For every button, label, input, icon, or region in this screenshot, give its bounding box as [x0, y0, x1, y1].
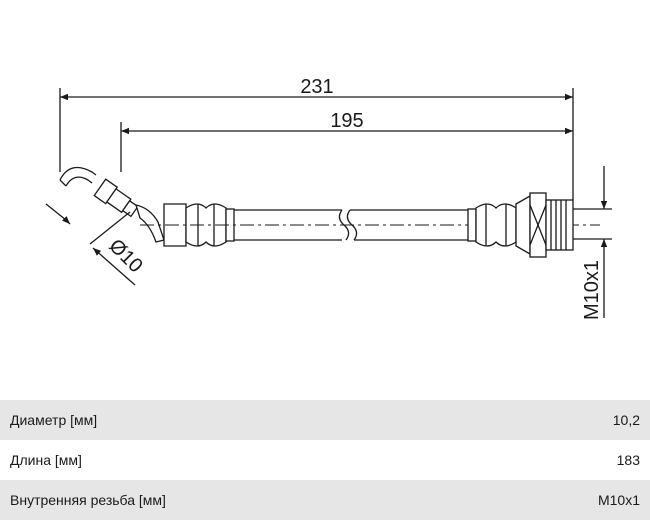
right-crimp-fitting: [467, 192, 574, 258]
diameter-extension-right: [89, 211, 131, 245]
bent-tube-neck: [135, 204, 165, 243]
specs-table: Диаметр [мм] 10,2 Длина [мм] 183 Внутрен…: [0, 400, 650, 520]
right-fitting-cone: [515, 194, 531, 256]
bent-tube-cap: [59, 179, 67, 187]
spec-label: Длина [мм]: [10, 452, 82, 468]
spec-row-diameter: Диаметр [мм] 10,2: [0, 400, 650, 440]
diameter-dimension: [45, 203, 136, 286]
thread-label: M10x1: [581, 260, 603, 320]
spec-value: 183: [616, 452, 640, 468]
right-fitting-thread: [545, 199, 574, 251]
right-hex-cross-2: [529, 204, 547, 246]
diameter-arrow-left: [62, 216, 71, 225]
diameter-label: Ø10: [104, 235, 146, 277]
spec-row-thread: Внутренняя резьба [мм] M10x1: [0, 480, 650, 520]
bent-end-fitting: [59, 166, 165, 243]
dimension-inner-label: 195: [330, 110, 363, 132]
spec-value: M10x1: [597, 492, 640, 508]
drawing-canvas: 231 195 Ø10: [45, 76, 612, 320]
bent-tube-inner: [65, 176, 93, 187]
diameter-extension-left: [45, 203, 67, 221]
left-crimp-fitting: [163, 203, 235, 247]
right-fitting-ferrule: [467, 208, 477, 242]
bent-tube-outer: [59, 166, 97, 181]
diameter-arrow-right: [92, 247, 136, 286]
spec-label: Диаметр [мм]: [10, 412, 98, 428]
dimension-lines: [59, 88, 574, 200]
thread-dimension: [573, 166, 612, 318]
right-fitting-ribs: [475, 203, 517, 247]
spec-value: 10,2: [612, 412, 640, 428]
dimension-total-label: 231: [300, 76, 333, 98]
left-fitting-ribs: [185, 203, 227, 247]
spec-label: Внутренняя резьба [мм]: [10, 492, 166, 508]
spec-row-length: Длина [мм] 183: [0, 440, 650, 480]
bent-end-collar: [93, 178, 139, 218]
brake-hose-drawing: 231 195 Ø10: [45, 76, 612, 320]
